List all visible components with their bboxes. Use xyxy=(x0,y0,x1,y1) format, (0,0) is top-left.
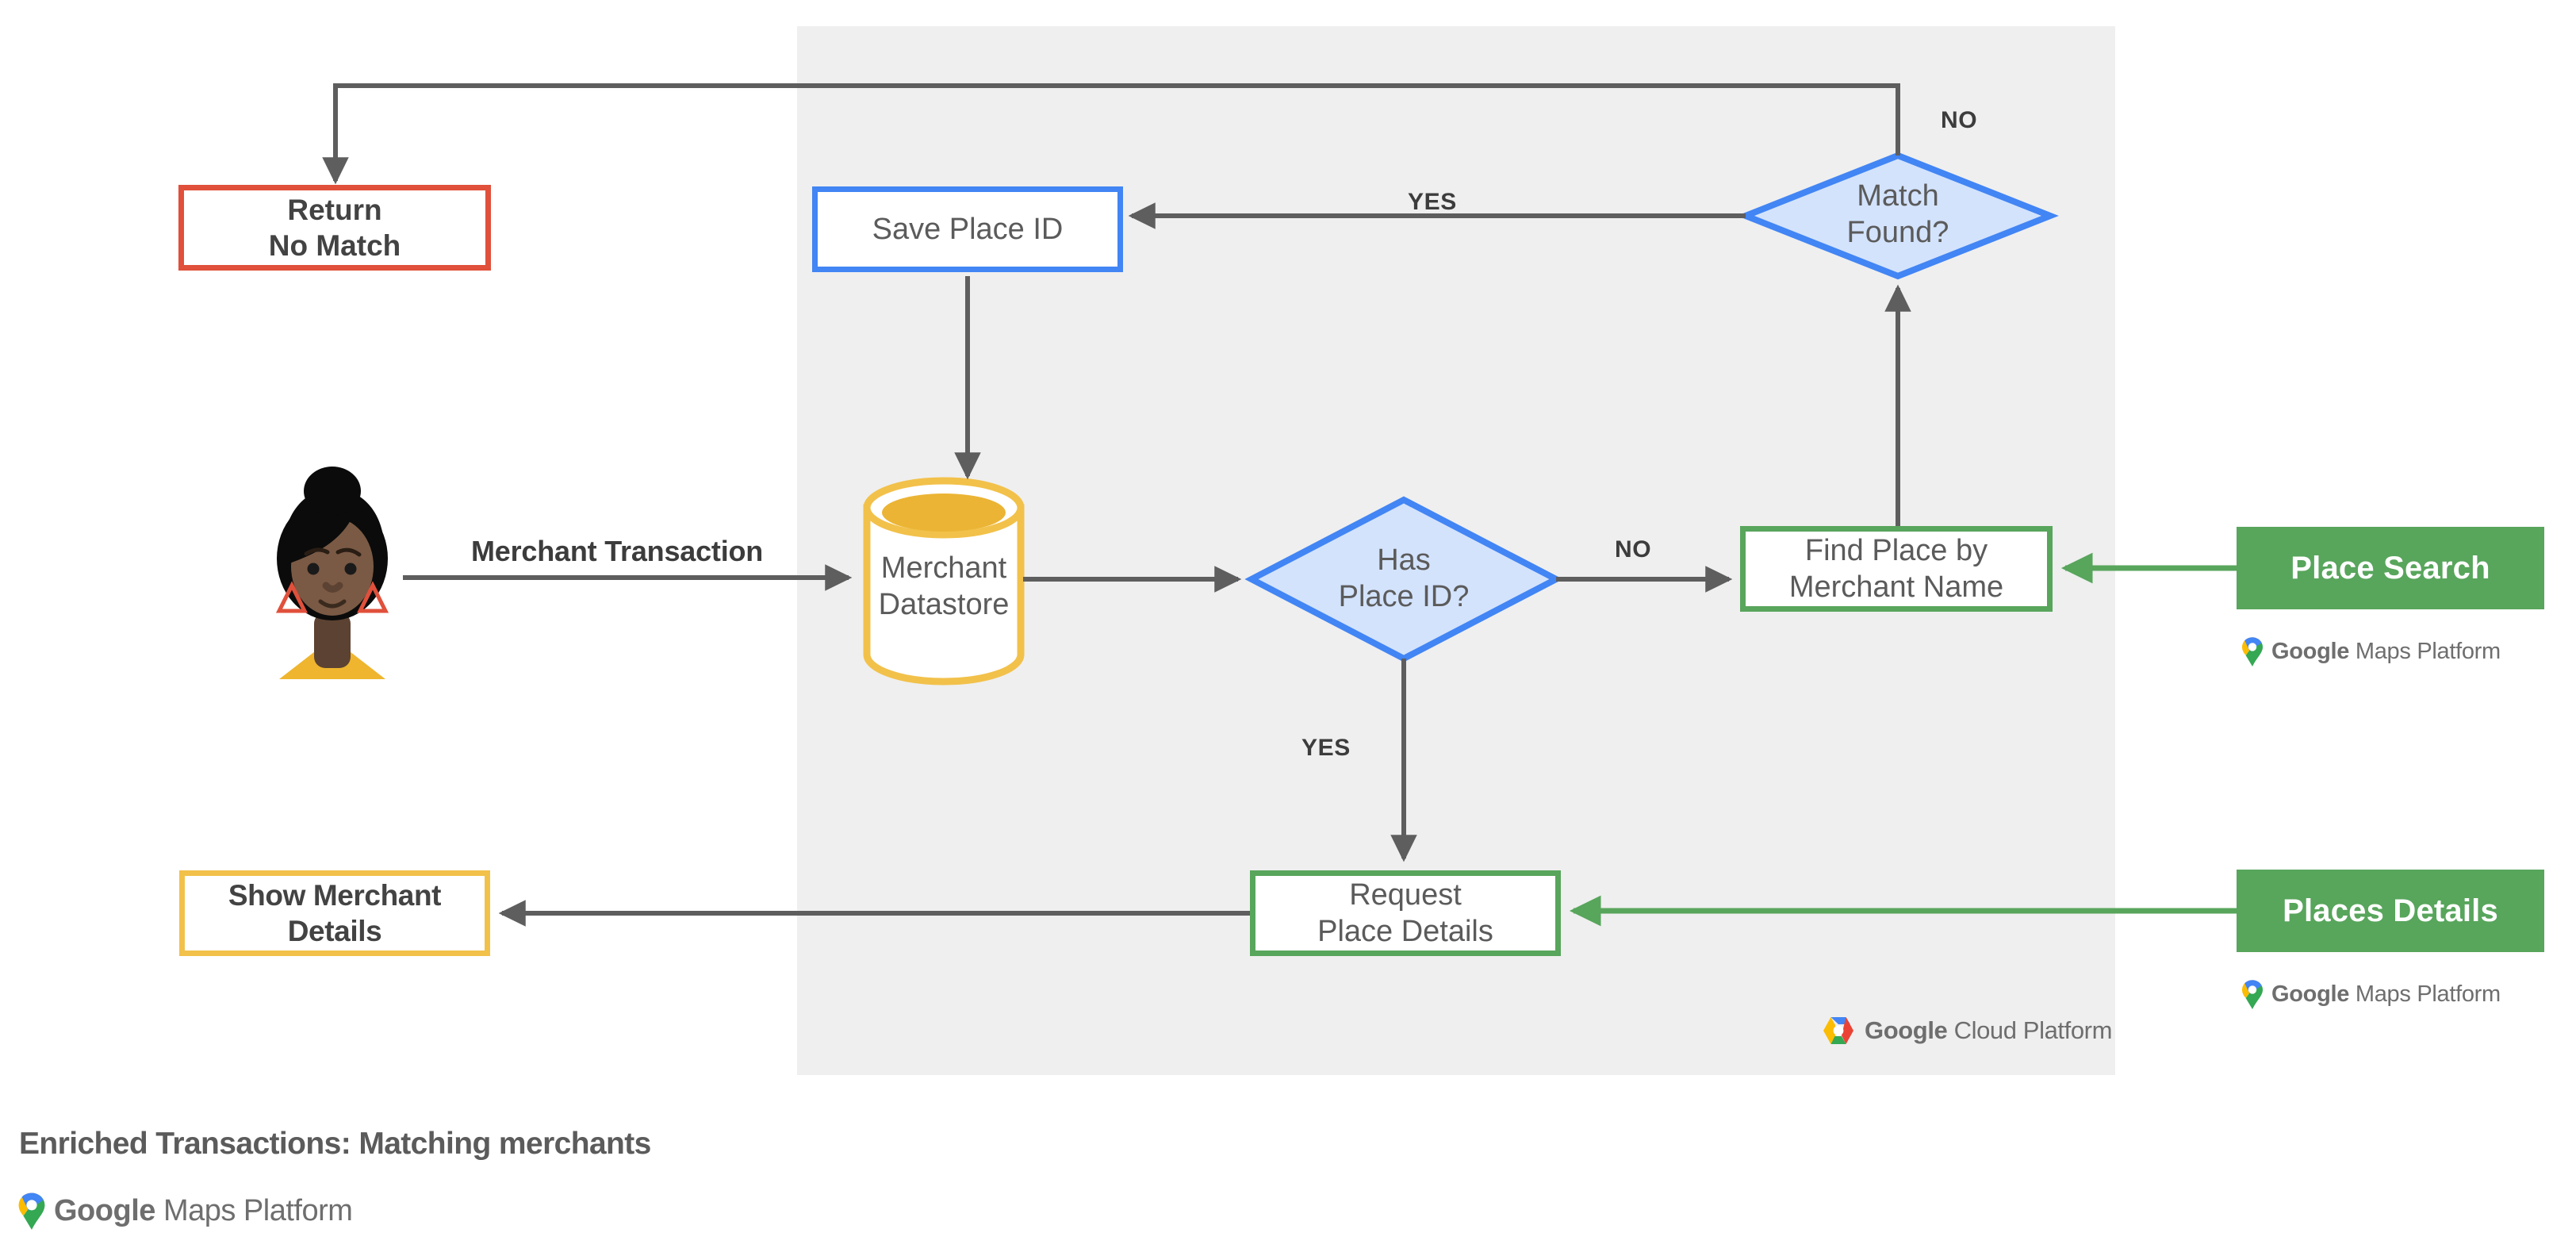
google-maps-platform-logo-text: Google Maps Platform xyxy=(2271,981,2501,1008)
google-cloud-platform-logo-text: Google Cloud Platform xyxy=(1865,1016,2112,1045)
customer-avatar xyxy=(275,467,389,679)
api-chip-places-details[interactable]: Places Details xyxy=(2237,870,2544,952)
logo-word-google: Google xyxy=(2271,981,2350,1007)
google-maps-platform-logo: Google Maps Platform xyxy=(17,1192,353,1230)
google-cloud-hexagon-icon xyxy=(1823,1017,1853,1044)
edge-label-yes-has-place-id: YES xyxy=(1301,735,1351,761)
node-return-no-match[interactable]: Return No Match xyxy=(178,185,491,271)
edge-label-yes-match-found: YES xyxy=(1408,189,1457,215)
node-find-place-by-merchant-name[interactable]: Find Place by Merchant Name xyxy=(1740,526,2053,612)
node-find-place-by-merchant-name-label: Find Place by Merchant Name xyxy=(1788,533,2004,604)
match-found-diamond xyxy=(1737,152,2059,280)
google-maps-platform-logo: Google Maps Platform xyxy=(2241,979,2501,1009)
diagram-title: Enriched Transactions: Matching merchant… xyxy=(19,1127,651,1161)
google-maps-platform-logo: Google Maps Platform xyxy=(2241,636,2501,666)
api-chip-place-search[interactable]: Place Search xyxy=(2237,527,2544,609)
logo-word-maps-platform: Maps Platform xyxy=(163,1193,353,1227)
google-cloud-platform-logo: Google Cloud Platform xyxy=(1822,1016,2112,1046)
node-save-place-id-label: Save Place ID xyxy=(872,212,1064,246)
logo-word-maps-platform: Maps Platform xyxy=(2355,981,2501,1007)
logo-word-maps-platform: Maps Platform xyxy=(2355,638,2501,664)
google-maps-pin-icon xyxy=(18,1192,45,1230)
google-maps-pin-icon xyxy=(2242,980,2263,1009)
logo-word-google: Google xyxy=(2271,638,2350,664)
node-show-merchant-details[interactable]: Show Merchant Details xyxy=(179,870,490,956)
node-show-merchant-details-label: Show Merchant Details xyxy=(228,878,442,947)
api-chip-places-details-label: Places Details xyxy=(2283,893,2498,928)
logo-word-cloud-platform: Cloud Platform xyxy=(1953,1016,2113,1044)
merchant-datastore-cylinder xyxy=(863,477,1025,686)
logo-word-google: Google xyxy=(54,1193,155,1227)
google-maps-pin-icon xyxy=(2242,637,2263,666)
node-return-no-match-label: Return No Match xyxy=(268,193,401,262)
node-save-place-id[interactable]: Save Place ID xyxy=(812,186,1123,272)
edge-label-no-has-place-id: NO xyxy=(1615,536,1652,563)
google-maps-platform-logo-text: Google Maps Platform xyxy=(2271,639,2501,665)
logo-word-google: Google xyxy=(1865,1016,1948,1044)
edge-label-no-match-found: NO xyxy=(1941,107,1978,133)
node-request-place-details[interactable]: Request Place Details xyxy=(1250,870,1561,956)
node-request-place-details-label: Request Place Details xyxy=(1317,878,1493,948)
edge-label-merchant-transaction: Merchant Transaction xyxy=(471,535,764,567)
edge-match-found-no-to-return xyxy=(322,83,1900,185)
api-chip-place-search-label: Place Search xyxy=(2290,550,2490,586)
has-place-id-diamond xyxy=(1244,496,1563,662)
google-maps-platform-logo-text: Google Maps Platform xyxy=(54,1193,353,1228)
